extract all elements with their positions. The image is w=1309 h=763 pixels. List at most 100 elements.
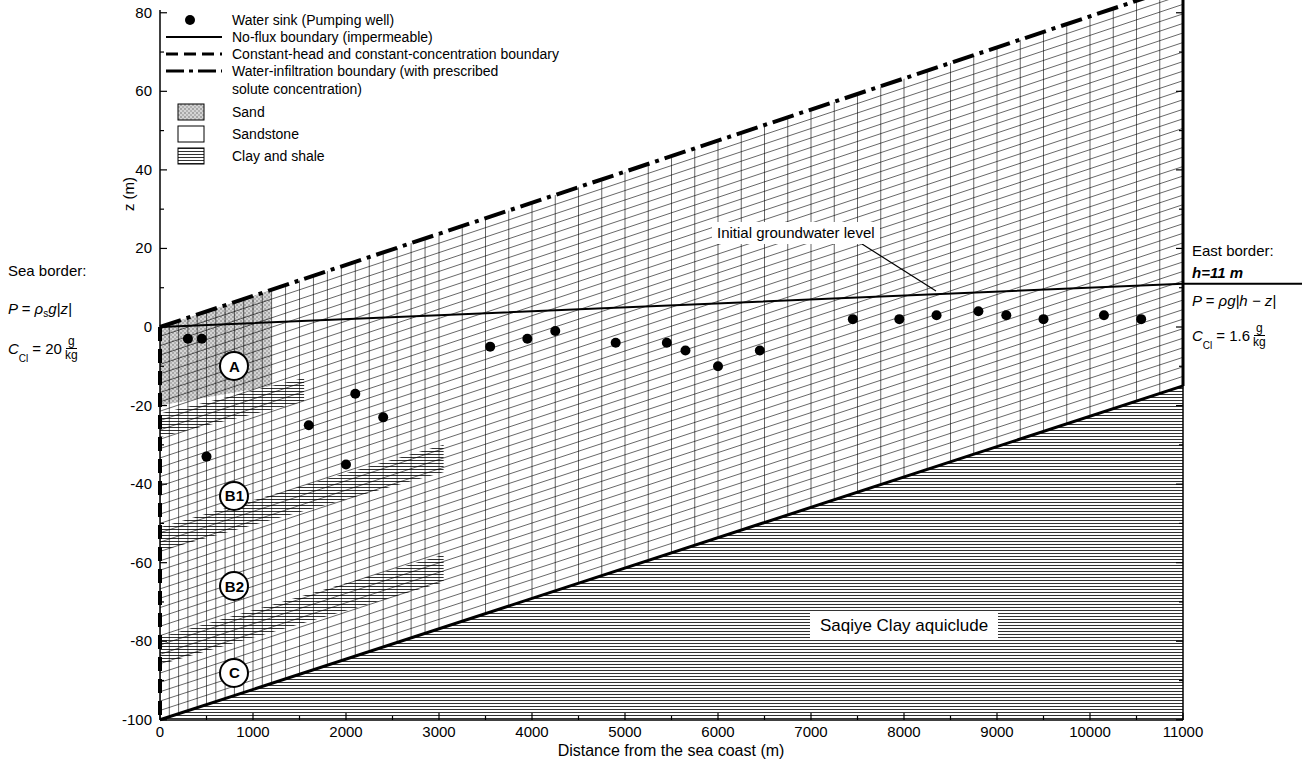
x-tick bbox=[206, 716, 207, 720]
mesh-line bbox=[160, 119, 1183, 458]
mesh-line bbox=[160, 157, 1183, 495]
mesh-line bbox=[160, 14, 1183, 355]
mesh-line bbox=[160, 319, 1183, 654]
mesh-line bbox=[160, 62, 1183, 402]
x-tick bbox=[996, 713, 997, 720]
mesh-line bbox=[160, 233, 1183, 570]
legend-text: Water-infiltration boundary (with prescr… bbox=[232, 62, 532, 98]
x-tick bbox=[159, 713, 160, 720]
x-tick bbox=[717, 713, 718, 720]
y-tick bbox=[160, 326, 167, 327]
boundary-condition: P = ρsg|z| bbox=[8, 300, 72, 317]
y-tick bbox=[160, 405, 167, 406]
formula-part: C bbox=[8, 340, 19, 357]
formula-part: h=11 m bbox=[1192, 264, 1243, 281]
y-tick bbox=[1179, 680, 1183, 681]
formula-part: = 20 bbox=[32, 340, 62, 357]
legend-text: Water sink (Pumping well) bbox=[232, 11, 394, 29]
mesh-line bbox=[160, 300, 1183, 636]
tick-label: -60 bbox=[130, 554, 152, 572]
mesh-line bbox=[160, 252, 1183, 588]
pumping-well bbox=[1099, 310, 1109, 320]
tick-label: 4000 bbox=[515, 723, 548, 741]
pumping-well bbox=[932, 310, 942, 320]
legend-swatch bbox=[178, 104, 204, 120]
x-tick bbox=[1043, 716, 1044, 720]
y-tick bbox=[1176, 562, 1183, 563]
node-text: Saqiye Clay aquiclude bbox=[820, 616, 988, 635]
y-tick bbox=[160, 248, 167, 249]
node-text: C bbox=[229, 664, 240, 681]
mesh-line bbox=[160, 23, 1183, 364]
mesh-line bbox=[160, 214, 1183, 551]
tick-label: 2000 bbox=[329, 723, 362, 741]
mesh-line bbox=[160, 291, 1183, 627]
boundary-condition: East border: bbox=[1192, 242, 1274, 259]
legend-text: Clay and shale bbox=[232, 147, 325, 165]
mesh-line bbox=[160, 186, 1183, 524]
mesh-line bbox=[160, 310, 1183, 645]
y-tick bbox=[1179, 130, 1183, 131]
y-tick bbox=[160, 562, 167, 563]
formula-part: s bbox=[43, 308, 48, 319]
boundary-condition: CCl= 1.6gkg bbox=[1192, 322, 1266, 349]
formula-part: kg bbox=[65, 349, 78, 362]
x-tick bbox=[578, 716, 579, 720]
legend-line bbox=[166, 53, 222, 56]
formula-part: Cl bbox=[1203, 340, 1212, 351]
legend-text: Sandstone bbox=[232, 125, 299, 143]
pumping-well bbox=[1001, 310, 1011, 320]
infiltration-boundary bbox=[160, 0, 1183, 327]
y-tick bbox=[1176, 248, 1183, 249]
y-tick bbox=[160, 444, 164, 445]
tick-label: 1000 bbox=[236, 723, 269, 741]
y-tick bbox=[1179, 287, 1183, 288]
y-tick bbox=[1176, 719, 1183, 720]
x-tick bbox=[345, 713, 346, 720]
y-tick bbox=[1179, 209, 1183, 210]
leader-line bbox=[862, 244, 936, 291]
pumping-well bbox=[1136, 314, 1146, 324]
pumping-well bbox=[680, 346, 690, 356]
y-tick bbox=[1176, 641, 1183, 642]
y-tick bbox=[160, 91, 167, 92]
tick-label: 80 bbox=[135, 4, 152, 22]
tick-label: -100 bbox=[122, 711, 152, 729]
tick-label: 40 bbox=[135, 161, 152, 179]
pumping-well bbox=[183, 334, 193, 344]
boundary-condition: h=11 m bbox=[1192, 264, 1243, 281]
mesh-line bbox=[160, 262, 1183, 598]
tick-label: 9000 bbox=[980, 723, 1013, 741]
formula-part: C bbox=[1192, 327, 1203, 344]
tick-label: 7000 bbox=[794, 723, 827, 741]
clay-lens bbox=[160, 555, 444, 665]
formula-part: g bbox=[66, 335, 77, 349]
tick-label: 0 bbox=[144, 318, 152, 336]
mesh-line bbox=[1159, 0, 1160, 394]
tick-label: 10000 bbox=[1069, 723, 1111, 741]
boundary-condition: P = ρg|h − z| bbox=[1192, 292, 1276, 309]
y-tick bbox=[1176, 169, 1183, 170]
mesh-line bbox=[160, 33, 1183, 374]
axis-title: Distance from the sea coast (m) bbox=[558, 742, 785, 760]
legend-swatch bbox=[178, 148, 204, 164]
no-flux-boundary bbox=[160, 386, 1183, 720]
pumping-well bbox=[662, 338, 672, 348]
pumping-well bbox=[755, 346, 765, 356]
tick-label: 60 bbox=[135, 82, 152, 100]
mesh-line bbox=[160, 176, 1183, 514]
clay-lens bbox=[160, 445, 444, 551]
mesh-line bbox=[160, 357, 1183, 691]
y-tick bbox=[160, 641, 167, 642]
x-tick bbox=[624, 713, 625, 720]
mesh-line bbox=[160, 43, 1183, 384]
mesh-line bbox=[160, 52, 1183, 392]
y-tick bbox=[160, 680, 164, 681]
aquiclude-label: Saqiye Clay aquiclude bbox=[810, 612, 998, 640]
y-tick bbox=[160, 601, 164, 602]
tick-label: 5000 bbox=[608, 723, 641, 741]
mesh-line bbox=[160, 4, 1183, 345]
legend-dot bbox=[185, 15, 195, 25]
pumping-well bbox=[848, 314, 858, 324]
